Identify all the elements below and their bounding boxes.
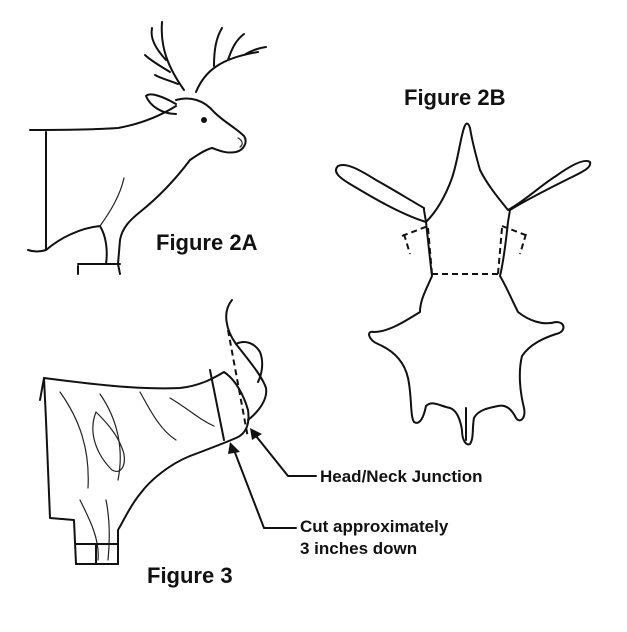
deer-body xyxy=(28,132,107,264)
cut-line-left-leg xyxy=(404,234,410,254)
cape-body xyxy=(44,372,249,564)
figure-2b-title: Figure 2B xyxy=(404,85,505,111)
figure-2a-title: Figure 2A xyxy=(156,230,257,256)
callout-head-neck-junction: Head/Neck Junction xyxy=(320,466,483,488)
callout-cut-line-1: Cut approximately xyxy=(300,516,448,538)
deer-neck-back xyxy=(30,106,176,130)
figure-3-title: Figure 3 xyxy=(147,563,233,589)
deer-shoulder-detail xyxy=(100,178,124,226)
arrowhead-head-neck xyxy=(250,428,262,440)
deer-leg-line xyxy=(78,264,120,274)
deer-eye xyxy=(201,117,207,123)
cut-line-left-shoulder xyxy=(402,226,428,236)
deer-antler-right xyxy=(196,28,266,92)
deer-head xyxy=(176,99,246,161)
arrow-head-neck-junction xyxy=(256,436,316,476)
deer-nose xyxy=(238,138,242,147)
cape-left-edge xyxy=(40,378,44,400)
cut-line-right-leg xyxy=(520,234,526,254)
figure-2b-hide xyxy=(336,124,590,445)
hide-outline xyxy=(336,124,590,445)
deer-antler-left xyxy=(145,22,184,90)
callout-cut-line-2: 3 inches down xyxy=(300,538,417,560)
figure-3-cape xyxy=(40,300,316,564)
deer-ear xyxy=(146,94,176,114)
arrowhead-cut xyxy=(228,442,240,454)
arrow-cut xyxy=(234,450,296,528)
